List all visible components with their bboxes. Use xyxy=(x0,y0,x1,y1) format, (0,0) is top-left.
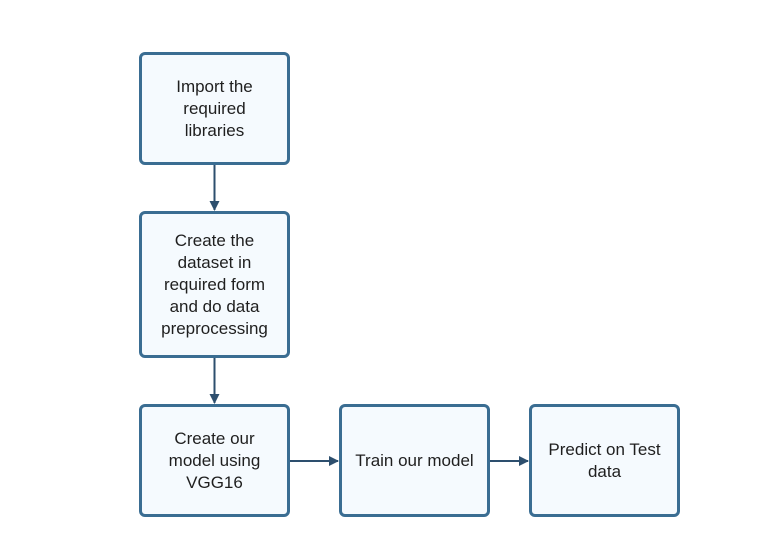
node-create-model: Create our model using VGG16 xyxy=(139,404,290,517)
node-label: Create the dataset in required form and … xyxy=(161,230,268,338)
node-label: Create our model using VGG16 xyxy=(168,428,261,492)
node-create-dataset: Create the dataset in required form and … xyxy=(139,211,290,358)
node-train-model: Train our model xyxy=(339,404,490,517)
node-label: Import the required libraries xyxy=(176,76,253,140)
node-import-libraries: Import the required libraries xyxy=(139,52,290,165)
node-predict: Predict on Test data xyxy=(529,404,680,517)
node-label: Predict on Test data xyxy=(548,439,661,481)
node-label: Train our model xyxy=(355,450,474,470)
